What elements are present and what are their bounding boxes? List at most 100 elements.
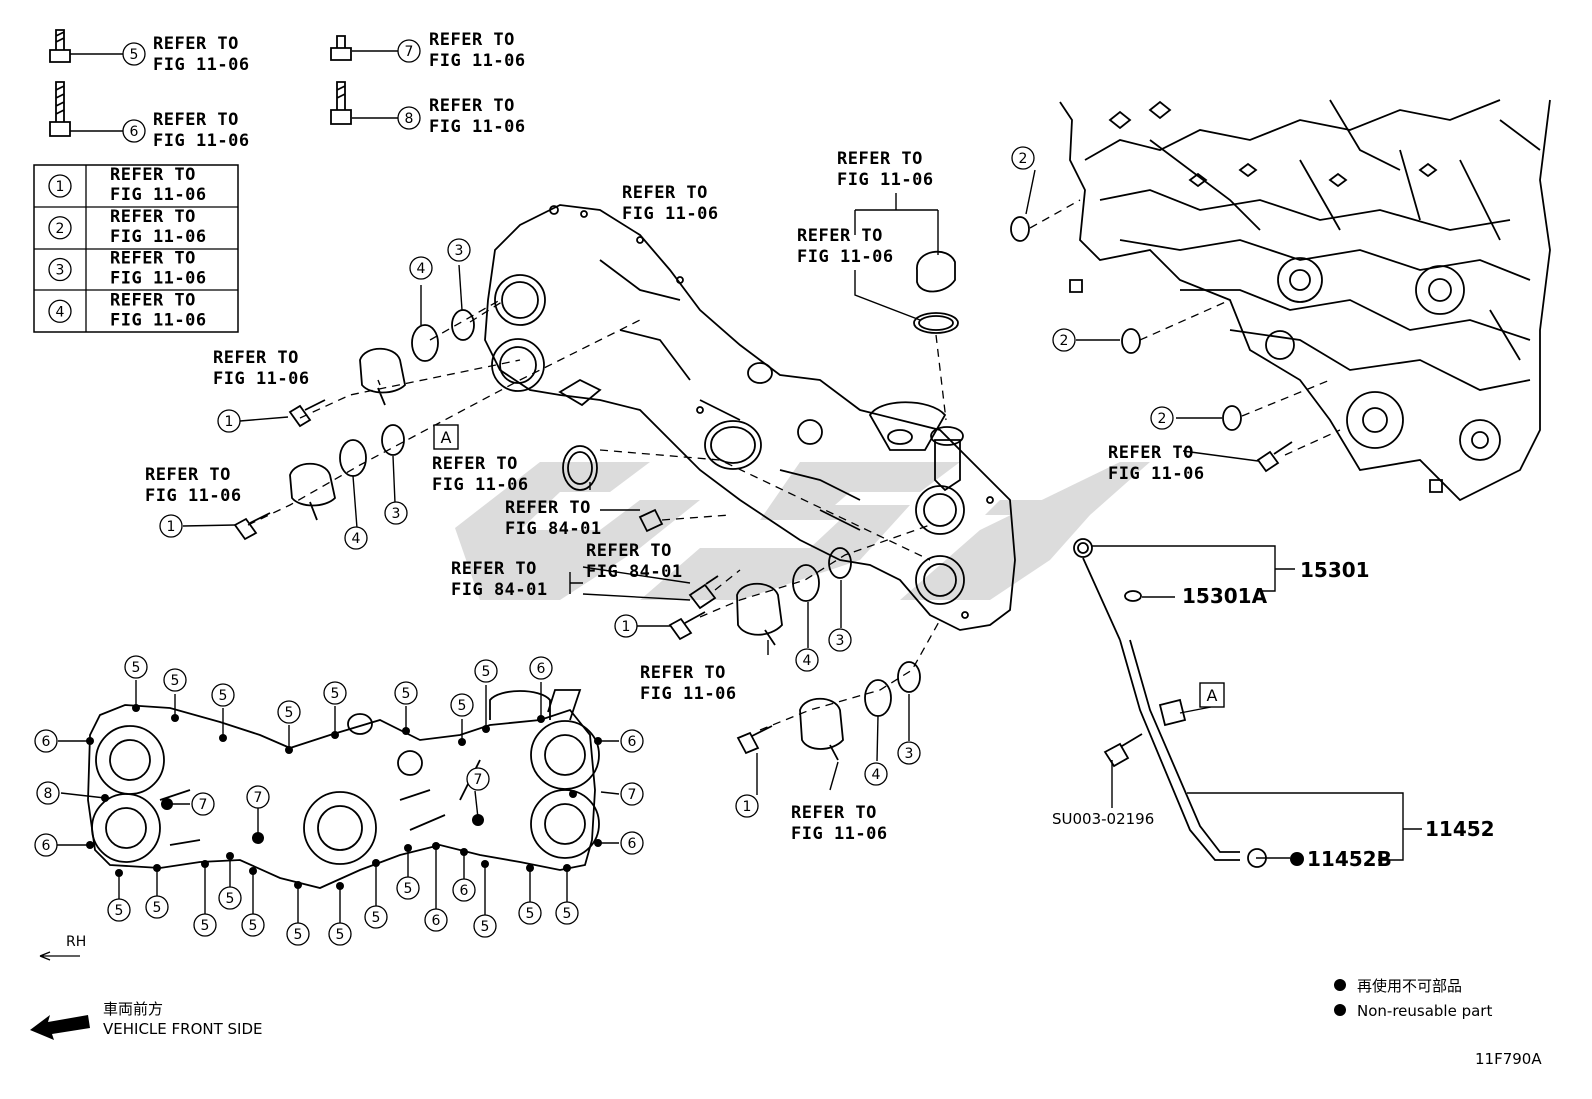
callout-circle — [897, 741, 921, 765]
callout-number: 5 — [132, 660, 141, 676]
callout-number: 1 — [225, 414, 234, 430]
callout-number: 2 — [1019, 151, 1028, 167]
callout-circle — [474, 659, 498, 683]
callout-circle — [34, 729, 58, 753]
callout-circle — [450, 693, 474, 717]
part-number-11452b: 11452B — [1307, 847, 1392, 871]
callout-circle — [218, 886, 242, 910]
front-arrow-icon — [30, 1015, 90, 1040]
engine-block-illustration — [1059, 99, 1551, 502]
view-marker-a: A A — [433, 424, 1225, 708]
callout-circle — [735, 794, 759, 818]
table-row-number: 2 — [56, 221, 65, 237]
bolt-part-number: SU003-02196 — [1052, 810, 1154, 828]
callout-circle — [122, 119, 146, 143]
view-marker-a-label: A — [441, 428, 452, 447]
callout-circle — [107, 898, 131, 922]
watermark-logo — [455, 462, 1150, 600]
callout-number: 3 — [455, 243, 464, 259]
callout-circle — [864, 762, 888, 786]
callout-circle — [396, 876, 420, 900]
reference-table — [33, 164, 239, 333]
callout-circle — [246, 785, 270, 809]
legend-dot — [1334, 979, 1346, 991]
callout-circle — [344, 526, 368, 550]
direction-indicators: RH 車両前方 VEHICLE FRONT SIDE — [30, 934, 263, 1040]
legend: 再使用不可部品 Non-reusable part — [1334, 977, 1492, 1020]
callout-circle — [409, 256, 433, 280]
part-number-11452: 11452 — [1425, 817, 1495, 841]
leader-lines — [57, 50, 1422, 924]
rh-label: RH — [66, 934, 86, 950]
callout-circle — [211, 683, 235, 707]
callout-circle — [473, 914, 497, 938]
callout-circle — [1011, 146, 1035, 170]
callout-number: 5 — [458, 698, 467, 714]
table-row-callout — [48, 174, 72, 198]
callout-number: 6 — [628, 836, 637, 852]
callout-number: 6 — [537, 661, 546, 677]
legend-en: Non-reusable part — [1357, 1002, 1492, 1020]
callout-number: 6 — [42, 734, 51, 750]
callout-number: 4 — [417, 261, 426, 277]
rh-arrow-icon — [39, 951, 80, 961]
callout-circle — [795, 648, 819, 672]
callout-number: 5 — [404, 881, 413, 897]
callout-circle — [394, 681, 418, 705]
callout-circle — [1150, 406, 1174, 430]
callout-number: 5 — [563, 906, 572, 922]
callout-number: 3 — [392, 506, 401, 522]
callout-number: 6 — [42, 838, 51, 854]
callout-circle — [122, 42, 146, 66]
callout-number: 5 — [153, 900, 162, 916]
callout-circle — [466, 767, 490, 791]
callout-number: 4 — [803, 653, 812, 669]
callout-number: 4 — [872, 767, 881, 783]
small-parts — [233, 216, 1293, 868]
callout-number: 5 — [201, 918, 210, 934]
front-label-jp: 車両前方 — [103, 1000, 163, 1018]
callout-number: 5 — [249, 918, 258, 934]
part-number-15301: 15301 — [1300, 558, 1370, 582]
callout-number: 3 — [905, 746, 914, 762]
callout-number: 5 — [482, 664, 491, 680]
front-label-en: VEHICLE FRONT SIDE — [103, 1020, 263, 1038]
callout-number: 5 — [171, 673, 180, 689]
callout-circle — [620, 831, 644, 855]
callout-circle — [163, 668, 187, 692]
callout-circle — [36, 781, 60, 805]
table-row-callout — [48, 216, 72, 240]
callout-number: 6 — [432, 913, 441, 929]
callout-circle — [217, 409, 241, 433]
callout-circle — [424, 908, 448, 932]
callout-circle — [191, 792, 215, 816]
callout-circle — [620, 782, 644, 806]
callout-circle — [193, 913, 217, 937]
callout-number: 4 — [352, 531, 361, 547]
callout-circle — [447, 238, 471, 262]
table-row-callout — [48, 257, 72, 282]
table-row-callout — [48, 299, 72, 323]
callout-number: 8 — [405, 111, 414, 127]
callout-circle — [34, 833, 58, 857]
callout-number: 2 — [1158, 411, 1167, 427]
callout-number: 8 — [44, 786, 53, 802]
callout-circle — [384, 501, 408, 525]
